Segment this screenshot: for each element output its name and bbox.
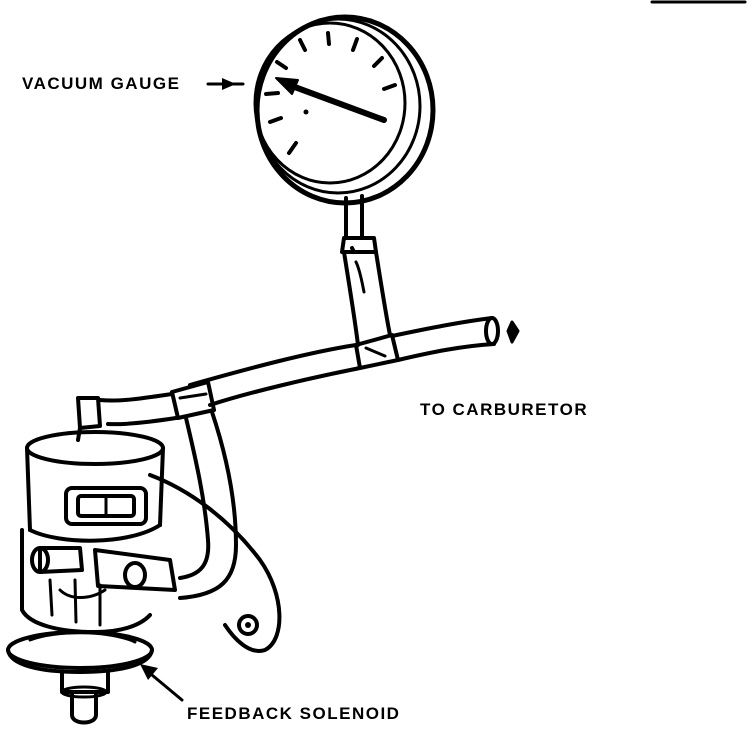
solenoid-upper-hose xyxy=(76,392,178,442)
to-carburetor-label: TO CARBURETOR xyxy=(420,400,589,419)
tee-fitting xyxy=(354,333,400,370)
carburetor-hose xyxy=(188,316,520,407)
vacuum-gauge-leader xyxy=(206,78,245,90)
vacuum-gauge-label: VACUUM GAUGE xyxy=(22,74,181,93)
gauge-scale-ticks xyxy=(264,31,397,155)
solenoid-lower-hose xyxy=(178,410,238,600)
feedback-solenoid-leader xyxy=(140,664,184,702)
gauge-face xyxy=(253,21,407,185)
gauge-case xyxy=(254,14,436,206)
feedback-solenoid-label: FEEDBACK SOLENOID xyxy=(187,704,401,723)
gauge-needle xyxy=(275,77,387,123)
gauge-hose xyxy=(340,236,392,347)
gauge-stem xyxy=(344,194,364,240)
vacuum-gauge xyxy=(253,14,436,240)
hose-clamp xyxy=(170,380,216,420)
gauge-pivot xyxy=(303,109,309,115)
feedback-solenoid xyxy=(6,430,282,725)
